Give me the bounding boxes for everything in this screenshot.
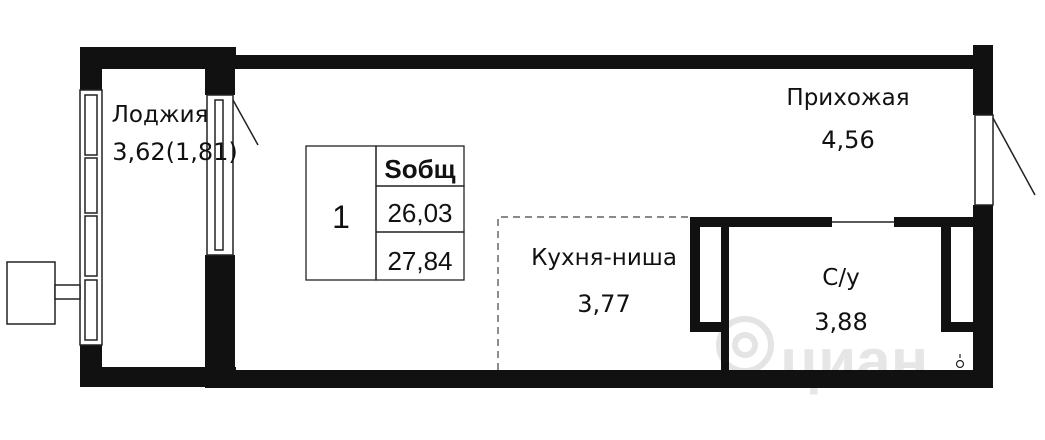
bathroom-wall-left bbox=[690, 217, 700, 332]
summary-header: Sобщ bbox=[384, 154, 455, 184]
summary-area-2: 27,84 bbox=[387, 246, 452, 276]
bathroom-area: 3,88 bbox=[814, 308, 867, 336]
bathroom-name: С/у bbox=[822, 265, 859, 291]
summary-area-1: 26,03 bbox=[387, 198, 452, 228]
right-wall-top bbox=[973, 45, 993, 115]
kitchen-zone-outline bbox=[497, 216, 690, 370]
room-wall-bottom bbox=[205, 370, 993, 388]
bathroom-wall-right bbox=[941, 217, 951, 332]
drain-icon bbox=[955, 354, 965, 369]
loggia-wall-left-top bbox=[80, 47, 102, 90]
bathroom-wall-top-right bbox=[894, 217, 976, 227]
loggia-wall-top bbox=[80, 47, 236, 69]
room-wall-top bbox=[205, 55, 973, 69]
entrance-door bbox=[974, 114, 1036, 206]
ac-unit-icon bbox=[6, 261, 81, 325]
loggia-wall-bottom bbox=[80, 367, 236, 387]
partition-wall-bottom bbox=[205, 255, 235, 387]
hallway-name: Прихожая bbox=[786, 85, 909, 111]
hallway-area: 4,56 bbox=[821, 126, 874, 154]
summary-table bbox=[305, 145, 465, 281]
loggia-name: Лоджия bbox=[112, 102, 209, 128]
balcony-door bbox=[206, 94, 259, 256]
right-wall-bottom bbox=[973, 205, 993, 388]
kitchen-name: Кухня-ниша bbox=[531, 245, 677, 271]
kitchen-area: 3,77 bbox=[577, 290, 630, 318]
bathroom-wall-left-inner bbox=[721, 217, 729, 372]
bathroom-wall-right-bottom bbox=[941, 322, 976, 332]
loggia-area: 3,62(1,81) bbox=[112, 138, 238, 166]
rooms-count: 1 bbox=[332, 199, 350, 235]
bathroom-wall-left-bottom bbox=[690, 322, 729, 332]
loggia-window bbox=[79, 89, 103, 346]
bathroom-wall-top-left bbox=[690, 217, 832, 227]
walls bbox=[80, 45, 993, 388]
partition-wall-top bbox=[205, 47, 235, 95]
